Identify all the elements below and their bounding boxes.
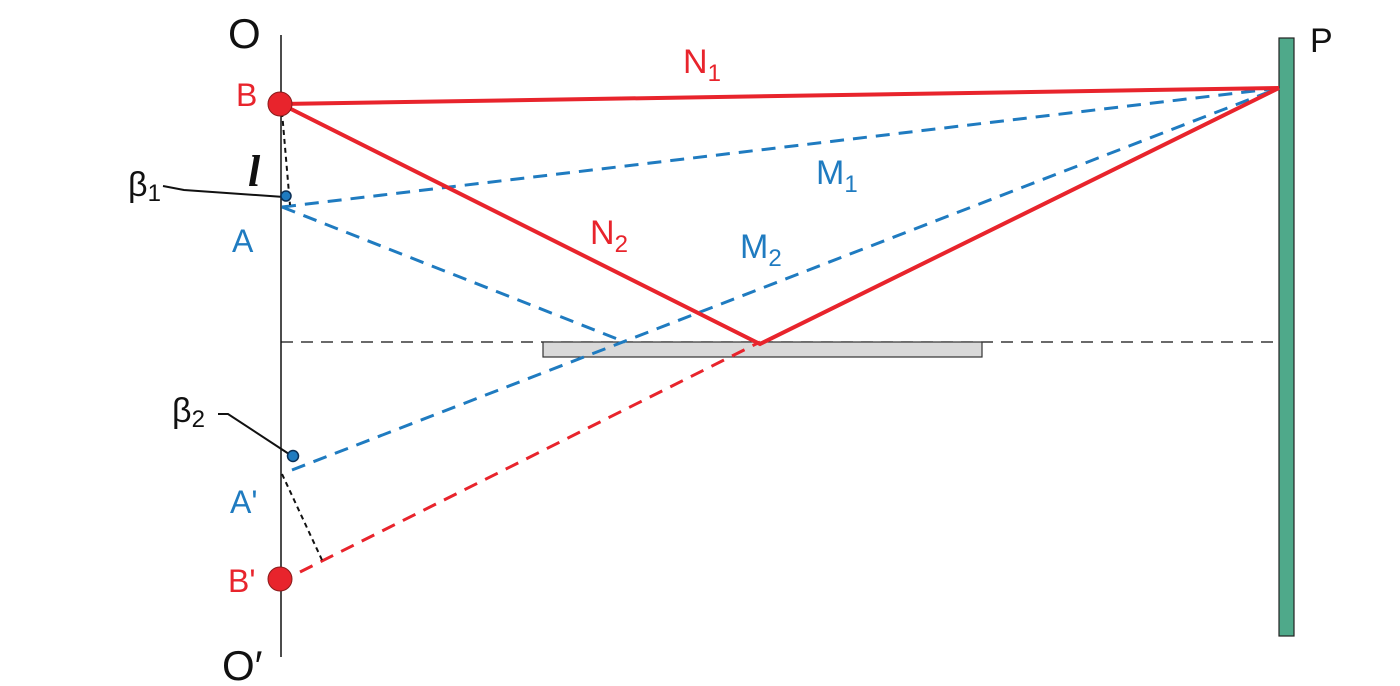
source-B [267, 91, 293, 117]
label-M1: M1 [816, 154, 858, 198]
label-N2: N2 [590, 214, 628, 258]
dashed-A-prime-to-B-prime [281, 473, 323, 561]
ray-N2 [280, 86, 1280, 347]
screen-P [1278, 37, 1295, 637]
ray-N1 [280, 86, 1280, 106]
beta1-pointer [162, 185, 285, 198]
label-A-prime: A' [230, 484, 257, 520]
ray-A-to-mirror [281, 205, 626, 344]
label-A: A [232, 223, 254, 259]
label-M2: M2 [740, 228, 782, 272]
image-B-prime [267, 566, 293, 592]
ray-B-prime-virtual [299, 340, 761, 574]
label-l: l [248, 147, 261, 196]
beta1-dot [280, 190, 292, 202]
ray-M1 [281, 86, 1280, 209]
dashed-B-to-A [281, 111, 291, 206]
beta2-pointer [218, 413, 293, 457]
label-beta2: β2 [172, 392, 205, 433]
label-O: O [228, 10, 261, 57]
label-B-prime: B' [228, 563, 255, 599]
label-O-prime: O′ [222, 642, 263, 686]
ray-M2 [291, 86, 1280, 472]
beta2-dot [286, 449, 300, 463]
label-P: P [1310, 22, 1333, 60]
label-N1: N1 [683, 43, 721, 87]
label-B: B [236, 77, 257, 113]
label-beta1: β1 [128, 166, 161, 207]
